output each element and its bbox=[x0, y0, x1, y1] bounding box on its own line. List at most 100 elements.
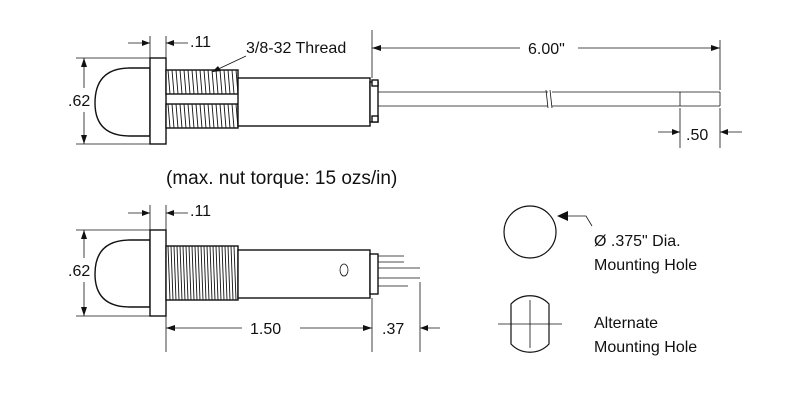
top-lens-dome bbox=[94, 67, 151, 137]
alternate-hole-label-1: Alternate bbox=[594, 315, 658, 332]
thread-line bbox=[183, 69, 187, 95]
thread-line bbox=[227, 245, 231, 301]
thread-line bbox=[194, 245, 198, 301]
bottom-housing bbox=[237, 249, 371, 299]
thread-line bbox=[211, 69, 215, 95]
thread-line bbox=[224, 245, 228, 301]
thread-line bbox=[167, 69, 171, 95]
top-view: .11 3/8-32 Thread 6.00" .62 .50 bbox=[68, 30, 742, 148]
round-hole-label-1: Ø .375" Dia. bbox=[594, 233, 681, 250]
thread-line bbox=[203, 69, 207, 95]
round-hole-circle bbox=[503, 205, 557, 259]
dim-body-label: 1.50 bbox=[250, 321, 281, 338]
thread-line bbox=[219, 103, 223, 129]
top-housing bbox=[237, 77, 371, 127]
thread-line bbox=[195, 69, 199, 95]
dim-top-height-arrow-1 bbox=[81, 58, 87, 67]
mounting-hole-alternate: Alternate Mounting Hole bbox=[498, 295, 697, 356]
thread-callout-label: 3/8-32 Thread bbox=[246, 40, 346, 57]
thread-line bbox=[231, 103, 235, 129]
dim-terminal-label: .37 bbox=[382, 321, 404, 338]
bottom-lens-dome bbox=[94, 239, 151, 308]
dim-top-height-label: .62 bbox=[68, 93, 90, 110]
dim-bottom-flange-arrow-1 bbox=[142, 210, 150, 216]
thread-callout-arrow bbox=[212, 66, 221, 72]
dim-top-flange-arrow-1 bbox=[142, 40, 150, 46]
top-lead-break-1 bbox=[545, 89, 549, 109]
thread-line bbox=[215, 103, 219, 129]
dim-lead-label: 6.00" bbox=[528, 41, 565, 58]
top-thread-lines-lower bbox=[167, 103, 239, 129]
round-hole-leader bbox=[566, 215, 593, 227]
thread-line bbox=[207, 69, 211, 95]
alternate-hole-label-2: Mounting Hole bbox=[594, 339, 697, 356]
thread-line bbox=[215, 69, 219, 95]
thread-line bbox=[167, 103, 171, 129]
thread-line bbox=[171, 103, 175, 129]
dim-top-flange-arrow-2 bbox=[166, 40, 174, 46]
thread-line bbox=[182, 245, 186, 301]
thread-line bbox=[179, 69, 183, 95]
thread-line bbox=[231, 69, 235, 95]
thread-line bbox=[191, 103, 195, 129]
thread-line bbox=[223, 69, 227, 95]
thread-line bbox=[173, 245, 177, 301]
thread-line bbox=[183, 103, 187, 129]
bottom-view: .11 .62 1.50 .37 bbox=[68, 203, 440, 352]
thread-line bbox=[188, 245, 192, 301]
thread-line bbox=[199, 69, 203, 95]
thread-line bbox=[191, 69, 195, 95]
thread-line bbox=[233, 245, 237, 301]
thread-line bbox=[207, 103, 211, 129]
thread-line bbox=[218, 245, 222, 301]
top-flange bbox=[149, 57, 167, 145]
mounting-hole-round: Ø .375" Dia. Mounting Hole bbox=[503, 205, 697, 274]
top-terminal-cap-1 bbox=[371, 79, 379, 87]
dim-bottom-height-arrow-1 bbox=[81, 230, 87, 239]
torque-note: (max. nut torque: 15 ozs/in) bbox=[166, 168, 397, 189]
bottom-flange bbox=[149, 229, 167, 317]
thread-line bbox=[212, 245, 216, 301]
thread-line bbox=[219, 69, 223, 95]
dim-bottom-flange-arrow-2 bbox=[166, 210, 174, 216]
thread-line bbox=[230, 245, 234, 301]
thread-line bbox=[191, 245, 195, 301]
dim-lead-arrow-2 bbox=[711, 45, 720, 51]
thread-line bbox=[209, 245, 213, 301]
thread-line bbox=[185, 245, 189, 301]
thread-line bbox=[223, 103, 227, 129]
thread-line bbox=[175, 103, 179, 129]
thread-line bbox=[176, 245, 180, 301]
thread-line bbox=[195, 103, 199, 129]
dim-bottom-height-arrow-2 bbox=[81, 307, 87, 316]
thread-line bbox=[203, 103, 207, 129]
thread-line bbox=[187, 69, 191, 95]
dim-terminal-arrow-2 bbox=[420, 325, 428, 331]
dim-top-flange-label: .11 bbox=[190, 34, 211, 51]
thread-line bbox=[187, 103, 191, 129]
alternate-hole-outline bbox=[510, 295, 550, 353]
thread-line bbox=[171, 69, 175, 95]
thread-line bbox=[215, 245, 219, 301]
dim-body-arrow-2 bbox=[363, 325, 372, 331]
thread-line bbox=[206, 245, 210, 301]
top-thread-lines-upper bbox=[167, 69, 239, 95]
bottom-thread-lines bbox=[167, 245, 237, 301]
top-lead-break-2 bbox=[549, 89, 553, 109]
thread-line bbox=[211, 103, 215, 129]
thread-line bbox=[170, 245, 174, 301]
dim-bottom-height-label: .62 bbox=[68, 263, 90, 280]
thread-line bbox=[221, 245, 225, 301]
dim-strip-arrow-2 bbox=[720, 129, 728, 135]
bottom-housing-hole bbox=[339, 263, 349, 277]
thread-line bbox=[227, 69, 231, 95]
thread-line bbox=[167, 245, 171, 301]
thread-line bbox=[179, 103, 183, 129]
dim-strip-label: .50 bbox=[686, 127, 708, 144]
round-hole-label-2: Mounting Hole bbox=[594, 257, 697, 274]
dim-strip-arrow-1 bbox=[672, 129, 680, 135]
thread-line bbox=[197, 245, 201, 301]
round-hole-arrow bbox=[557, 211, 568, 221]
dim-top-height-arrow-2 bbox=[81, 135, 87, 144]
